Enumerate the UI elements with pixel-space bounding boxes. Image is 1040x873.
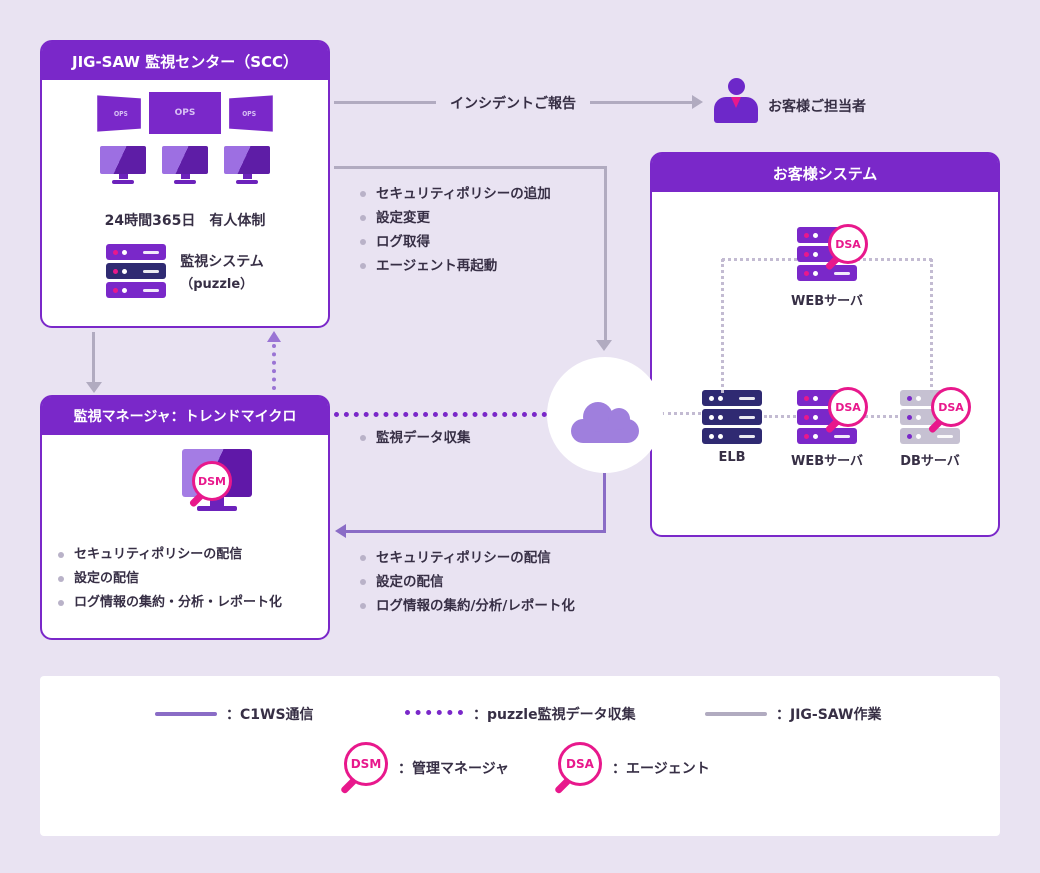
- web-server-label: WEBサーバ: [791, 454, 863, 469]
- server-connector-line: [764, 415, 796, 418]
- monitor-wall-icon: OPS OPS OPS: [42, 92, 328, 134]
- puzzle-collect-line: [334, 412, 547, 417]
- manager-functions-list: セキュリティポリシーの配信 設定の配信 ログ情報の集約・分析・レポート化: [58, 543, 282, 615]
- customer-system-panel: お客様システム DSA WEBサーバ ELB: [650, 152, 1000, 537]
- monitor-icon: [224, 146, 270, 184]
- puzzle-system: 監視システム （puzzle）: [42, 244, 328, 298]
- legend-dsm-badge: DSM: [339, 742, 388, 795]
- elb-icon: [702, 390, 762, 444]
- scc-to-manager-arrow: [92, 332, 95, 382]
- db-server-label: DBサーバ: [900, 454, 960, 469]
- dsa-badge-label: DSA: [828, 224, 868, 264]
- manager-panel-title: 監視マネージャ：トレンドマイクロ: [42, 397, 328, 435]
- list-item: 設定変更: [360, 206, 551, 230]
- legend-puzzle-label: ：puzzle監視データ収集: [473, 707, 636, 723]
- wall-screen-icon: OPS: [97, 94, 141, 132]
- puzzle-system-label: 監視システム （puzzle）: [180, 251, 264, 292]
- legend-jigsaw-label: ：JIG-SAW作業: [776, 707, 882, 723]
- legend-dsa-badge: DSA: [553, 742, 602, 795]
- legend-puzzle-line: [405, 710, 463, 715]
- dsm-badge-label: DSM: [192, 461, 232, 501]
- cloud-to-manager-arrow-head: [335, 524, 346, 538]
- incident-arrow-label-text: インシデントご報告: [436, 96, 590, 112]
- server-connector-line: [722, 258, 797, 261]
- list-item: ログ情報の集約/分析/レポート化: [360, 594, 575, 618]
- list-item: 設定の配信: [58, 567, 282, 591]
- customer-person-label: お客様ご担当者: [768, 99, 866, 115]
- monitor-icon: [100, 146, 146, 184]
- list-item: セキュリティポリシーの配信: [360, 546, 575, 570]
- server-connector-line: [721, 259, 724, 393]
- wall-screen-label: OPS: [242, 108, 257, 118]
- monitor-icon: [162, 146, 208, 184]
- wall-screen-label: OPS: [113, 108, 128, 118]
- incident-arrow-head: [692, 95, 703, 109]
- puzzle-system-label-line1: 監視システム: [180, 253, 264, 270]
- scc-to-cloud-arrow: [604, 166, 607, 340]
- scc-to-cloud-arrow-head: [596, 340, 612, 351]
- dsa-badge-label: DSA: [558, 742, 602, 786]
- scc-operations-list: セキュリティポリシーの追加 設定変更 ログ取得 エージェント再起動: [360, 182, 551, 278]
- server-connector-line: [930, 259, 933, 393]
- manager-to-scc-dotted-arrow: [272, 344, 276, 390]
- cloud-shape-icon: [571, 402, 639, 443]
- dsa-badge: DSA: [824, 387, 868, 435]
- person-tie-icon: [731, 97, 741, 108]
- scc-panel: JIG-SAW 監視センター（SCC） OPS OPS OPS 24時間365日…: [40, 40, 330, 328]
- scc-panel-title: JIG-SAW 監視センター（SCC）: [42, 42, 328, 80]
- customer-person-icon: [714, 78, 758, 123]
- cloud-to-manager-arrow: [346, 530, 606, 533]
- list-item: セキュリティポリシーの配信: [58, 543, 282, 567]
- person-body-icon: [714, 97, 758, 123]
- dsa-badge-label: DSA: [931, 387, 971, 427]
- puzzle-system-label-line2: （puzzle）: [180, 276, 254, 292]
- dsa-badge: DSA: [927, 387, 971, 435]
- manager-to-scc-arrow-head: [267, 331, 281, 342]
- elb-label: ELB: [718, 450, 746, 465]
- scc-caption: 24時間365日 有人体制: [104, 213, 266, 229]
- web-server-top-label: WEBサーバ: [791, 294, 863, 309]
- dsa-badge: DSA: [824, 224, 868, 272]
- list-item: ログ取得: [360, 230, 551, 254]
- cloud-icon: [547, 357, 663, 473]
- server-connector-line: [857, 258, 932, 261]
- legend-c1ws-label: ：C1WS通信: [226, 707, 314, 723]
- wall-screen-icon: OPS: [149, 92, 221, 134]
- operator-monitors-icon: [42, 146, 328, 184]
- delivery-list: セキュリティポリシーの配信 設定の配信 ログ情報の集約/分析/レポート化: [360, 546, 575, 618]
- collect-label: 監視データ収集: [360, 426, 471, 450]
- collect-label-list: 監視データ収集: [360, 426, 471, 450]
- list-item: 設定の配信: [360, 570, 575, 594]
- wall-screen-label: OPS: [174, 108, 196, 118]
- list-item: セキュリティポリシーの追加: [360, 182, 551, 206]
- dsm-badge: DSM: [188, 461, 232, 509]
- legend-dsm-label: ：管理マネージャ: [398, 761, 510, 777]
- legend-panel: ：C1WS通信 ：puzzle監視データ収集 ：JIG-SAW作業 DSM ：管…: [40, 676, 1000, 836]
- list-item: エージェント再起動: [360, 254, 551, 278]
- incident-arrow-label: インシデントご報告: [334, 93, 692, 113]
- cloud-to-manager-arrow: [603, 473, 606, 533]
- scc-to-manager-arrow-head: [86, 382, 102, 393]
- cloud-to-elb-line: [661, 412, 701, 415]
- list-item: ログ情報の集約・分析・レポート化: [58, 591, 282, 615]
- dsa-badge-label: DSA: [828, 387, 868, 427]
- legend-c1ws-line: [155, 712, 217, 716]
- dsm-badge-label: DSM: [344, 742, 388, 786]
- person-head-icon: [727, 78, 745, 95]
- server-connector-line: [860, 415, 898, 418]
- legend-jigsaw-line: [705, 712, 767, 716]
- wall-screen-icon: OPS: [229, 94, 273, 132]
- puzzle-server-icon: [106, 244, 167, 298]
- manager-panel: 監視マネージャ：トレンドマイクロ DSM セキュリティポリシーの配信 設定の配信…: [40, 395, 330, 640]
- scc-to-cloud-arrow: [334, 166, 607, 169]
- customer-panel-title: お客様システム: [652, 154, 998, 192]
- legend-dsa-label: ：エージェント: [612, 761, 710, 777]
